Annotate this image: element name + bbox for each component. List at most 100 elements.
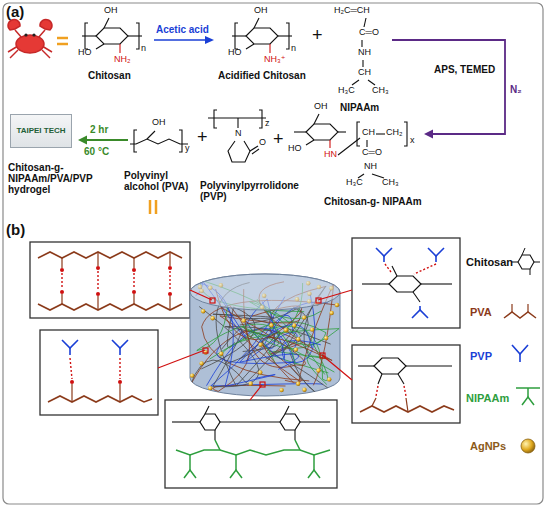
pva-hydrogen-bonds [60,268,64,272]
chitosan-pva-bonds [358,358,454,412]
nipaam-bonds [352,80,359,85]
pva-pvp-bonds [70,358,72,379]
reaction-arrow [86,139,128,141]
equals-symbol [150,200,156,214]
silver-nanoparticle [279,388,283,392]
graft-bonds [404,122,407,146]
panel-letter: (b) [6,222,25,239]
pva-hydrogen-bonds [38,304,182,310]
zoom-leader [318,290,352,300]
subscript: y [185,144,190,154]
chitosan-nipaam-graft [230,470,242,478]
chitosan-nipaam-graft [308,470,320,478]
legend-sample [512,248,540,275]
acidified-chitosan-structure [235,23,238,49]
polymer-strand [202,300,340,381]
silver-nanoparticle [324,336,328,340]
pva-structure [179,130,182,152]
chitosan-pvp-bonds [421,283,452,284]
legend-text: AgNPs [470,440,506,452]
pva-hydrogen-bonds [61,258,62,268]
chitosan-pvp-bonds [419,306,421,310]
zoom-leader [190,290,212,300]
pva-hydrogen-bonds [62,252,170,310]
chitosan-pvp-bonds [389,276,421,292]
pvp-structure [237,118,238,128]
pva-hydrogen-bonds [169,271,170,291]
chitosan-nipaam-graft [220,421,280,422]
pva-pvp-bonds [118,380,122,384]
equals-symbol [149,200,152,214]
silver-nanoparticle [296,382,300,386]
pva-pvp-bonds [119,358,120,379]
nipaam-bonds [361,40,362,47]
pva-hydrogen-bonds [96,266,100,270]
silver-nanoparticle [316,368,320,372]
chitosan-structure [104,18,109,28]
pvp-structure [208,117,266,118]
atom-label: OH [104,6,118,16]
atom-label: OH [314,102,328,112]
chitosan-pva-bonds [376,386,406,396]
chitosan-nipaam-graft [176,450,330,455]
subscript: x [410,136,415,146]
acidified-chitosan-structure [246,44,254,49]
reaction-arrow [78,136,128,145]
silver-nanoparticle [327,377,331,381]
chitosan-nipaam-graft [172,406,330,478]
legend-sample [522,397,534,405]
condition-label: 2 hr [90,124,108,135]
subscript: z [265,119,270,129]
compound-name: NIPAAm [340,102,379,113]
equals-symbol [57,37,68,40]
polymer-strand [240,324,312,369]
atom-label: NH [364,162,377,172]
chitosan-g-nipaam-structure [306,140,314,145]
zoom-marker [203,348,208,353]
pva-pvp-bonds [119,384,120,402]
silver-nanoparticle [302,315,306,319]
chitosan-structure [128,35,142,36]
chitosan-pvp-bonds [385,264,391,272]
chitosan-g-nipaam-structure [329,140,330,148]
chitosan-pva-bonds [358,365,374,366]
zoom-marker [316,298,321,303]
zoom-marker [320,353,325,358]
chitosan-pvp-bonds [383,256,385,262]
pva-structure [130,130,188,152]
chitosan-g-nipaam-structure [294,114,346,148]
pva-hydrogen-bonds [168,292,172,296]
chitosan-g-nipaam-structure [306,124,338,140]
reaction-arrow [424,130,433,139]
chitosan-pva-bonds [376,386,378,396]
silver-nanoparticle [258,370,262,374]
legend-sample [527,304,528,312]
chitosan-g-nipaam-structure [338,131,346,132]
pva-hydrogen-bonds [168,266,172,270]
pva-hydrogen-bonds [132,268,136,272]
crab-icon [24,33,27,36]
pva-structure [130,139,188,144]
condition-label: N₂ [510,84,522,95]
atom-label: H₂C═CH [334,6,370,16]
atom-label: H₃C [338,86,355,96]
atom-label: HO [288,144,302,154]
atom-label: CH₂ [386,128,403,138]
compound-name: Chitosan [88,70,131,81]
pva-hydrogen-bonds [38,252,182,310]
plus-sign: + [312,26,323,46]
silver-nanoparticle [330,311,334,315]
legend-text: Chitosan [466,256,513,268]
polymer-strand [197,306,296,365]
reaction-arrow [78,136,87,145]
chitosan-nipaam-graft [200,414,220,430]
atom-label: O [259,138,266,148]
pvp-structure [252,149,259,154]
atom-label: NH [358,48,371,58]
chitosan-pvp-bonds [413,292,420,302]
pvp-structure [214,110,217,128]
silver-nanoparticle [296,337,300,341]
chitosan-pva-bonds [406,398,408,412]
acidified-chitosan-structure [232,35,246,36]
pva-hydrogen-bonds [61,273,62,289]
